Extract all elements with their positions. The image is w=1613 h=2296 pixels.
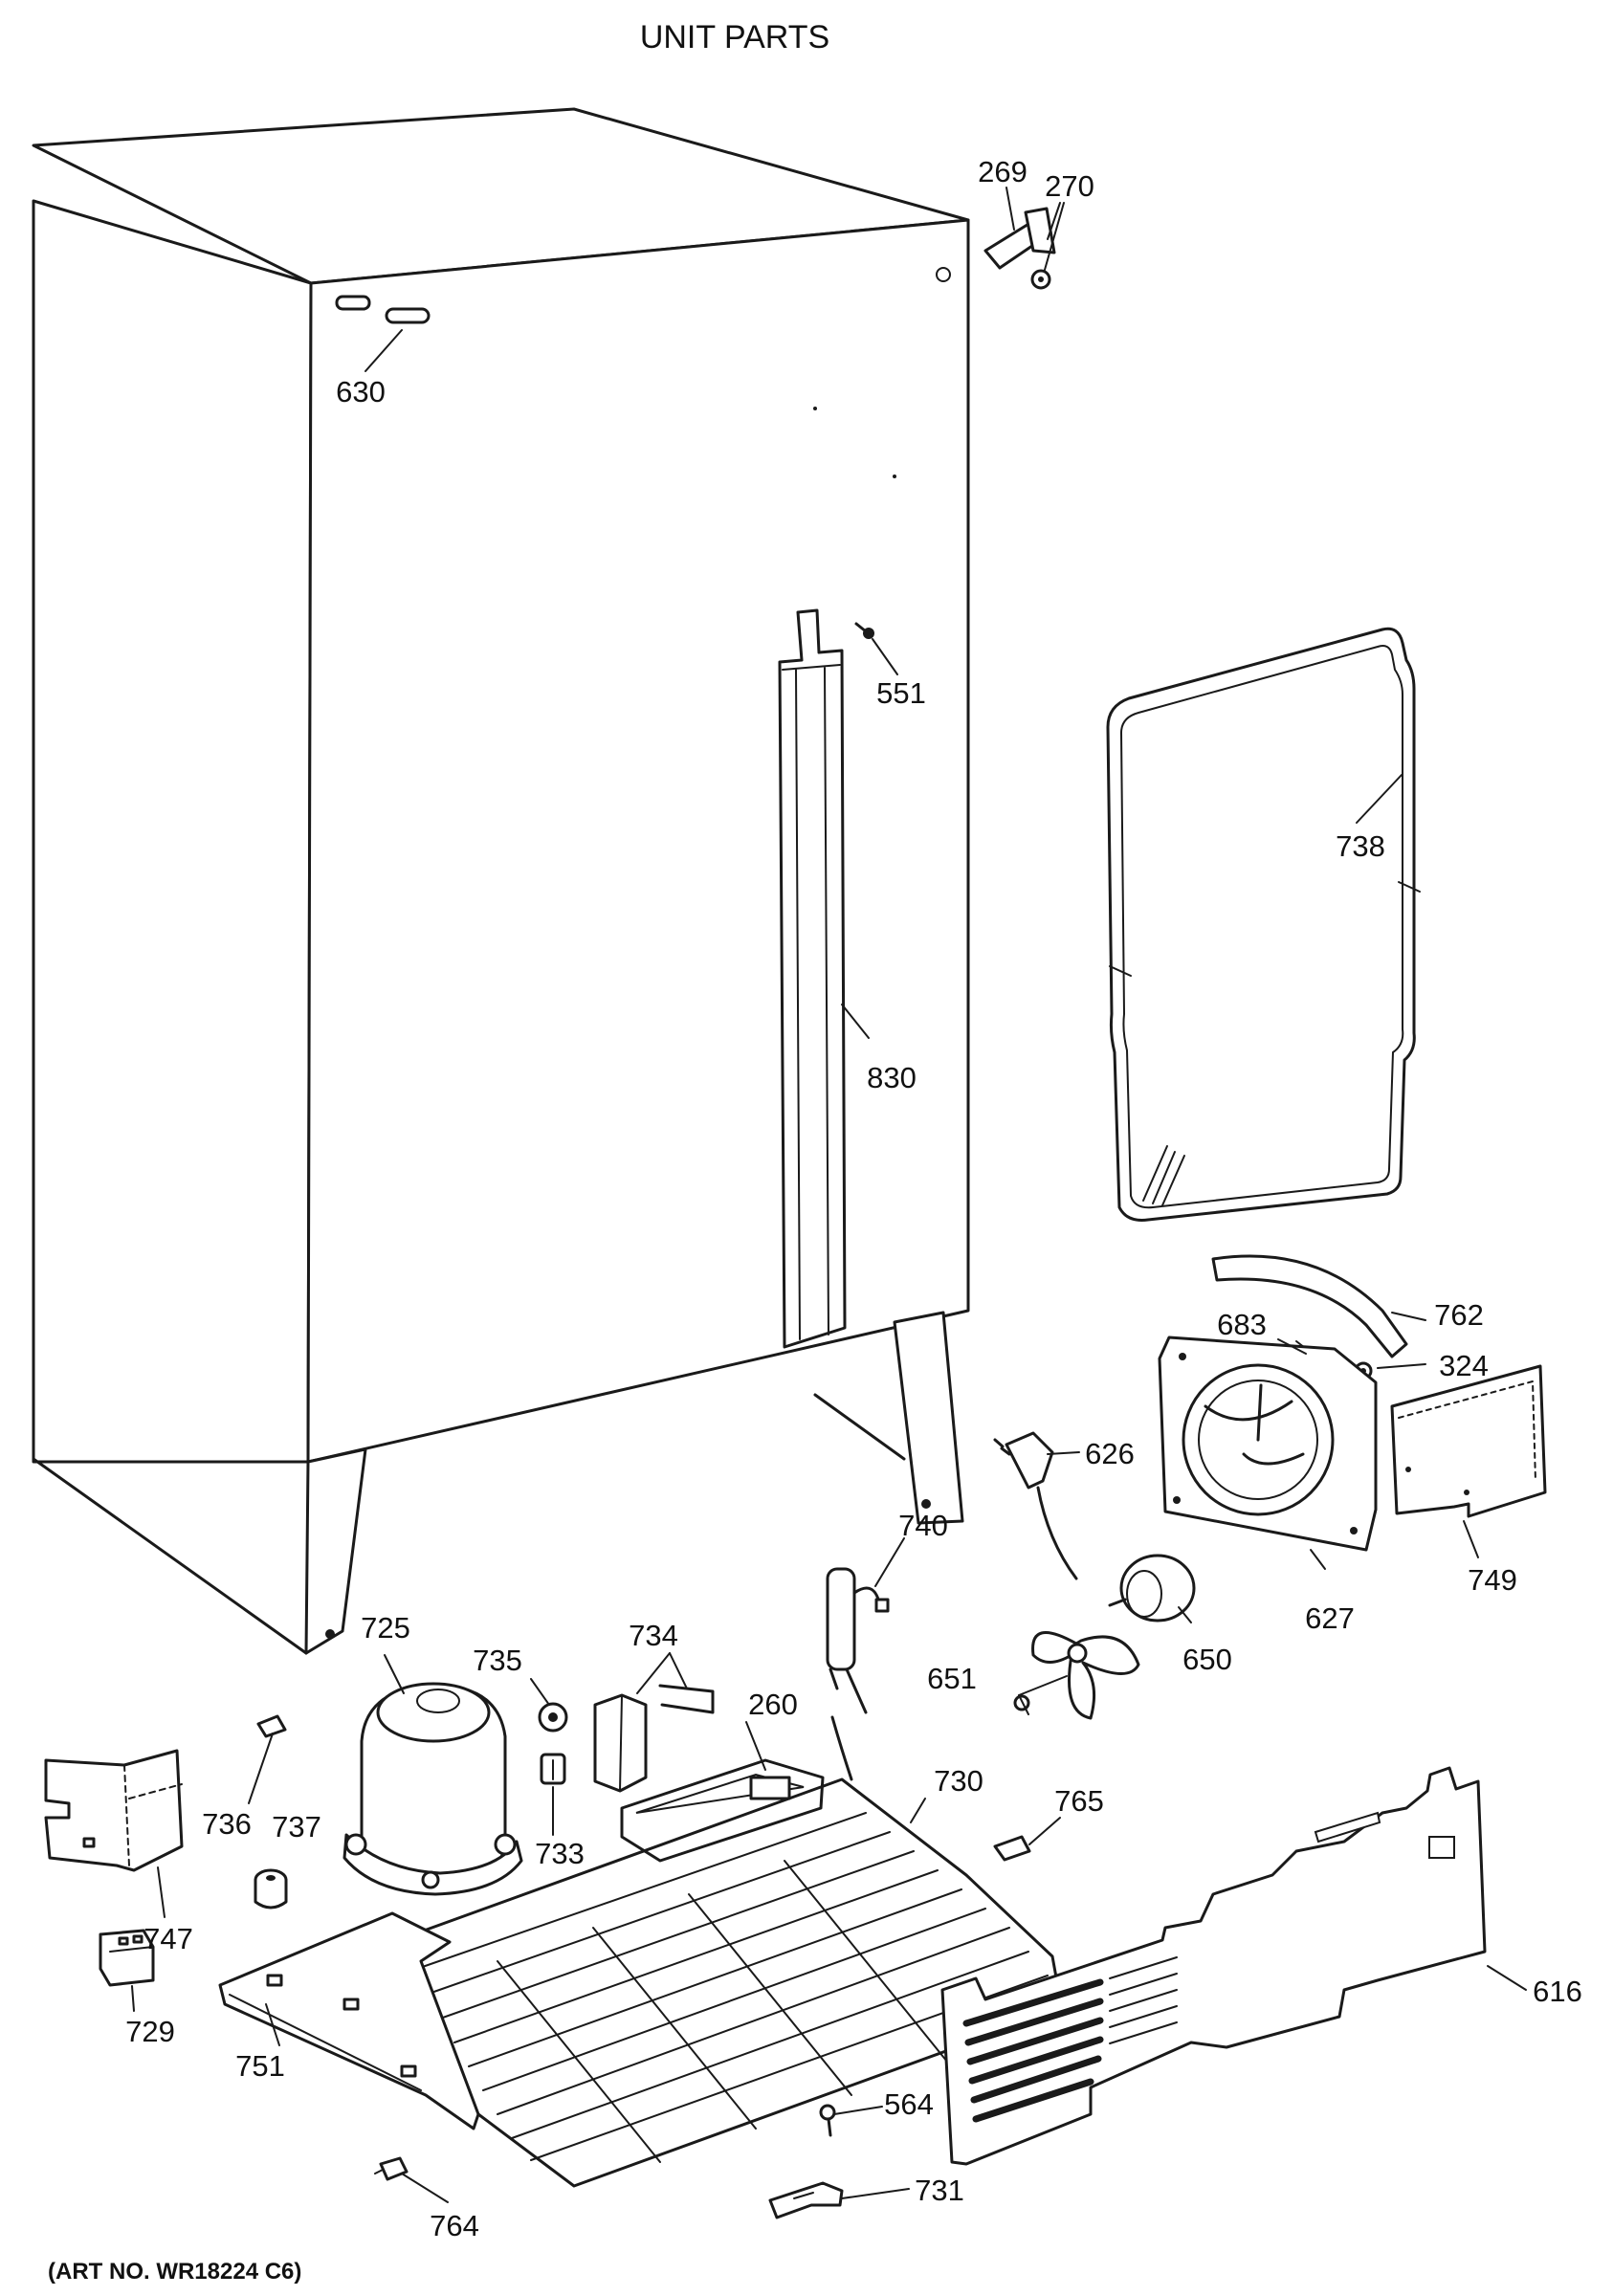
callout-725: 725: [361, 1611, 410, 1645]
callout-labels: 269 270 630 551 738 830 762 683 324 626 …: [125, 155, 1582, 2242]
callout-764: 764: [430, 2209, 479, 2242]
callout-260: 260: [748, 1688, 798, 1721]
hinge-part: [983, 207, 1056, 290]
grille-616: [940, 1766, 1487, 2166]
mullion-strip: [778, 608, 847, 1349]
callout-731: 731: [915, 2174, 964, 2207]
fan-blade-651: [1013, 1631, 1140, 1720]
callout-551: 551: [876, 676, 926, 710]
bracket-747: [44, 1749, 184, 1872]
power-cord-626: [993, 1431, 1078, 1580]
callout-324: 324: [1439, 1349, 1489, 1382]
cover-plate-749: [1390, 1364, 1547, 1518]
callout-733: 733: [535, 1837, 585, 1870]
relay-729: [99, 1929, 155, 1987]
callout-740: 740: [898, 1509, 948, 1542]
grommet-737: [254, 1868, 288, 1910]
callout-747: 747: [144, 1922, 193, 1955]
callout-751: 751: [235, 2049, 285, 2083]
callout-737: 737: [272, 1810, 321, 1843]
callout-651: 651: [927, 1662, 977, 1695]
capacitor-740: [826, 1567, 890, 1714]
gasket-738: [1106, 627, 1421, 1222]
bracket-731: [768, 2181, 844, 2219]
callout-738: 738: [1336, 829, 1385, 863]
callout-730: 730: [934, 1764, 983, 1798]
clip-733: [540, 1753, 566, 1785]
fan-shroud-627: [1158, 1336, 1378, 1552]
callout-650: 650: [1182, 1643, 1232, 1676]
wire-harness-762: [1211, 1254, 1408, 1358]
grommet-735: [538, 1702, 568, 1733]
screw-564: [819, 2104, 836, 2137]
screw-551: [854, 622, 874, 639]
base-plate-751: [218, 1911, 480, 2130]
callout-830: 830: [867, 1061, 917, 1094]
callout-765: 765: [1054, 1784, 1104, 1818]
callout-616: 616: [1533, 1975, 1582, 2008]
callout-736: 736: [202, 1807, 252, 1841]
callout-270: 270: [1045, 169, 1094, 203]
callout-734: 734: [629, 1619, 678, 1652]
callout-269: 269: [978, 155, 1027, 188]
callout-683: 683: [1217, 1308, 1267, 1341]
condenser-coil-730: [390, 1715, 1064, 2188]
drain-pan-260: [620, 1758, 825, 1863]
leader-lines: [131, 187, 1527, 2203]
callout-729: 729: [125, 2015, 175, 2048]
relay-734: [593, 1684, 715, 1793]
fan-motor-650: [1108, 1554, 1196, 1623]
callout-630: 630: [336, 375, 386, 408]
compressor-725: [342, 1682, 523, 1896]
callout-762: 762: [1434, 1298, 1484, 1332]
callout-627: 627: [1305, 1601, 1355, 1635]
callout-749: 749: [1468, 1563, 1517, 1597]
clip-764: [374, 2156, 409, 2181]
bracket-765: [993, 1835, 1031, 1862]
callout-564: 564: [884, 2087, 934, 2121]
callout-626: 626: [1085, 1437, 1135, 1470]
diagram-title: UNIT PARTS: [640, 19, 829, 55]
clip-736: [256, 1714, 287, 1738]
art-number: (ART NO. WR18224 C6): [48, 2259, 301, 2285]
callout-735: 735: [473, 1644, 522, 1677]
